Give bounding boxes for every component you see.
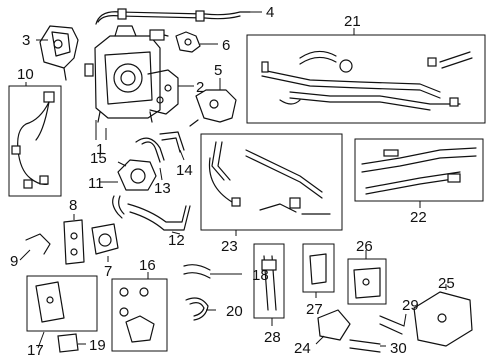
callout-17: 17 [27,342,44,359]
callout-24: 24 [294,340,311,357]
callout-29: 29 [402,297,419,314]
bracket-part-8 [63,219,85,265]
clip-part-6 [175,31,201,53]
pipe-assembly-part-21 [261,50,473,111]
wire-harness-part-10 [11,91,55,189]
bracket-part-26 [353,267,381,299]
callout-11: 11 [88,175,104,192]
pipe-assembly-part-23 [208,141,331,215]
hose-part-13 [135,137,165,163]
callout-25: 25 [438,275,455,292]
pump-part-24 [317,309,351,341]
bracket-part-25 [413,291,473,347]
bracket-part-17 [35,281,65,323]
callout-28: 28 [264,329,281,346]
hose-part-30 [349,339,381,353]
callout-13: 13 [154,180,171,197]
callout-14: 14 [176,162,193,179]
pipe-assembly-part-22 [361,147,477,195]
callout-21: 21 [344,13,361,30]
callout-2: 2 [196,79,204,96]
hose-part-11 [112,195,125,219]
callout-9: 9 [10,253,18,270]
callout-30: 30 [390,340,407,357]
group-box-17 [26,275,98,332]
hose-part-12 [127,203,191,231]
leader-lines [19,11,447,349]
pipe-part-28 [261,255,277,311]
hose-part-4 [95,8,251,25]
callout-18: 18 [252,267,269,284]
callout-15: 15 [90,150,107,167]
callout-1: 1 [96,141,104,158]
hose-part-14 [159,131,185,153]
group-box-27 [302,243,335,293]
group-box-26 [347,258,387,305]
group-box-23 [200,133,343,231]
callouts: 4 3 6 2 5 21 10 1 15 11 13 14 12 8 9 7 1… [10,4,455,359]
clip-part-9 [25,233,51,255]
callout-26: 26 [356,238,373,255]
callout-3: 3 [22,32,30,49]
callout-16: 16 [139,257,156,274]
callout-8: 8 [69,197,77,214]
group-box-28 [253,243,285,319]
pump-assembly-part-1 [84,25,169,123]
group-box-21 [246,34,486,124]
callout-19: 19 [89,337,106,354]
group-box-22 [354,138,484,202]
callout-10: 10 [17,66,34,83]
callout-7: 7 [104,263,112,280]
callout-4: 4 [266,4,274,21]
hose-part-29 [379,315,405,335]
pump-part-15 [117,159,157,191]
bracket-part-27 [309,253,327,285]
valve-part-7 [91,223,119,255]
callout-6: 6 [222,37,230,54]
hose-part-18 [183,264,211,279]
callout-23: 23 [221,238,238,255]
callout-20: 20 [226,303,243,320]
fittings-part-16 [119,287,155,343]
bracket-part-5 [189,89,237,127]
hose-part-20 [185,297,209,321]
callout-12: 12 [168,232,185,249]
hose-part-19 [57,333,79,353]
group-box-16 [111,278,168,352]
bracket-part-2 [147,69,179,115]
callout-27: 27 [306,301,323,318]
bracket-part-3 [39,25,79,81]
callout-5: 5 [214,62,222,79]
callout-22: 22 [410,209,427,226]
group-box-10 [8,85,62,197]
